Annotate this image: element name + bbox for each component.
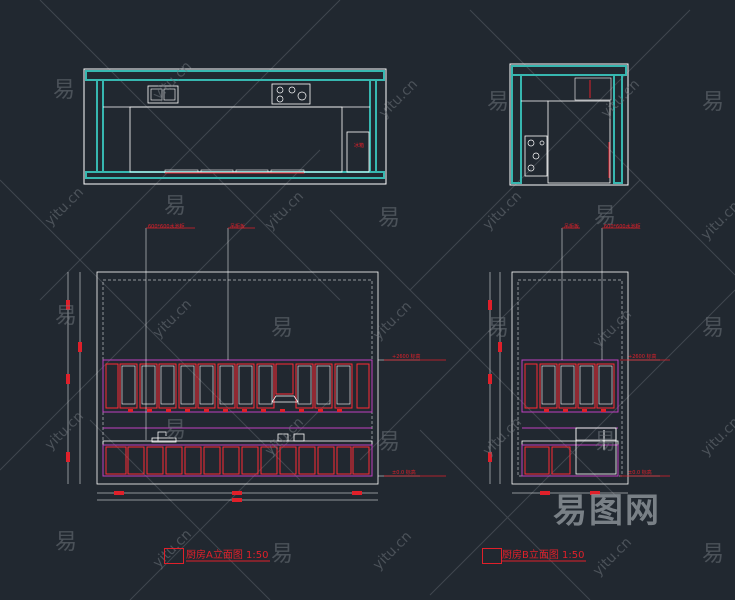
level-lower-b: ±0.0 标高 (628, 470, 652, 476)
level-upper-b: +2600 标高 (628, 354, 657, 360)
elevation-b-title-marker (482, 548, 502, 564)
elevation-b (488, 227, 670, 495)
elevation-a-note-left: 600*600水池柜 (148, 224, 185, 230)
level-lower-a: ±0.0 标高 (392, 470, 416, 476)
plan-a (83, 68, 387, 185)
cooktop-icon-b (524, 135, 548, 177)
elevation-a-title: 厨房A立面图 1:50 (186, 550, 269, 561)
cooktop-icon (271, 83, 311, 105)
level-upper-a: +2600 标高 (392, 354, 421, 360)
plan-a-label: 冰箱 (354, 143, 365, 149)
elevation-b-title: 厨房B立面图 1:50 (502, 550, 585, 561)
elevation-a (66, 227, 446, 502)
plan-b (509, 63, 629, 186)
elevation-a-title-marker (164, 548, 184, 564)
elevation-b-note-left: 吊柜板 (564, 224, 580, 230)
stove-icon (277, 433, 305, 442)
elevation-a-note-right: 吊柜板 (230, 224, 246, 230)
sink-icon (147, 85, 179, 104)
faucet-icon (151, 431, 177, 443)
site-logo-watermark: 易图网 (553, 491, 661, 531)
elevation-b-note-right: 600*600水池柜 (604, 224, 641, 230)
